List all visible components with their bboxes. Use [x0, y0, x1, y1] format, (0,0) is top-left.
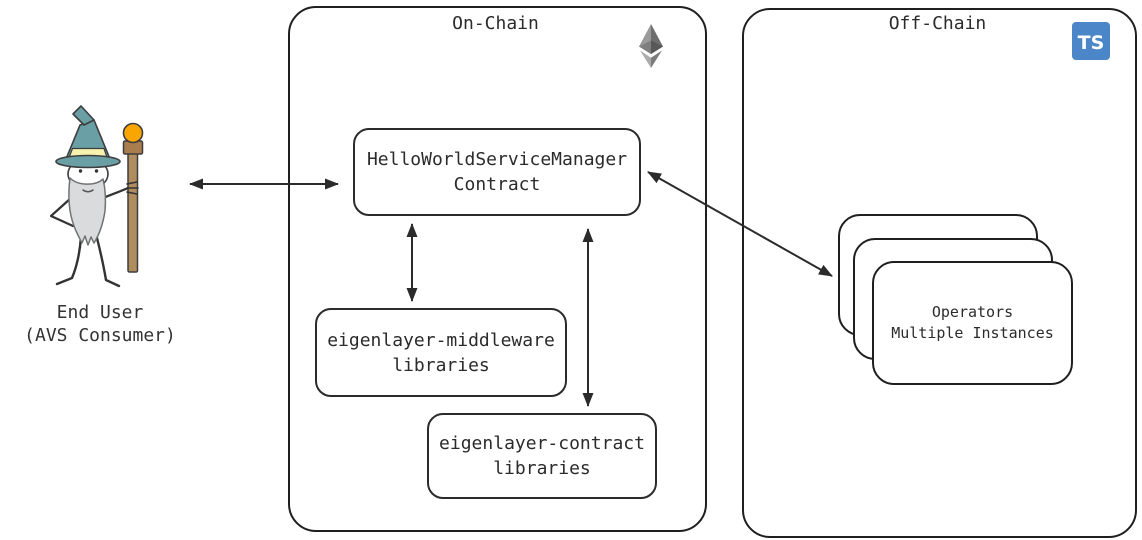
node-eigenlayer-contract: eigenlayer-contract libraries [427, 413, 657, 499]
on-chain-title: On-Chain [452, 13, 539, 34]
contracts-line2: libraries [493, 458, 591, 479]
service-manager-line2: Contract [453, 174, 541, 195]
contracts-line1: eigenlayer-contract [439, 433, 645, 454]
end-user-label: End User (AVS Consumer) [5, 301, 195, 347]
middleware-line1: eigenlayer-middleware [327, 329, 555, 351]
wizard-illustration [49, 105, 144, 288]
node-service-manager-contract: HelloWorldServiceManager Contract [353, 128, 641, 216]
operators-line2: Multiple Instances [891, 324, 1054, 342]
service-manager-line1: HelloWorldServiceManager [366, 149, 628, 170]
node-eigenlayer-middleware: eigenlayer-middleware libraries [315, 308, 567, 397]
end-user-line1: End User [56, 302, 144, 323]
typescript-icon-text: TS [1077, 31, 1105, 54]
off-chain-title: Off-Chain [888, 13, 987, 34]
operators-line1: Operators [931, 303, 1014, 321]
middleware-line2: libraries [392, 354, 490, 376]
operators-card-front: Operators Multiple Instances [872, 261, 1073, 385]
end-user-line2: (AVS Consumer) [24, 325, 176, 346]
typescript-icon: TS [1072, 22, 1110, 60]
